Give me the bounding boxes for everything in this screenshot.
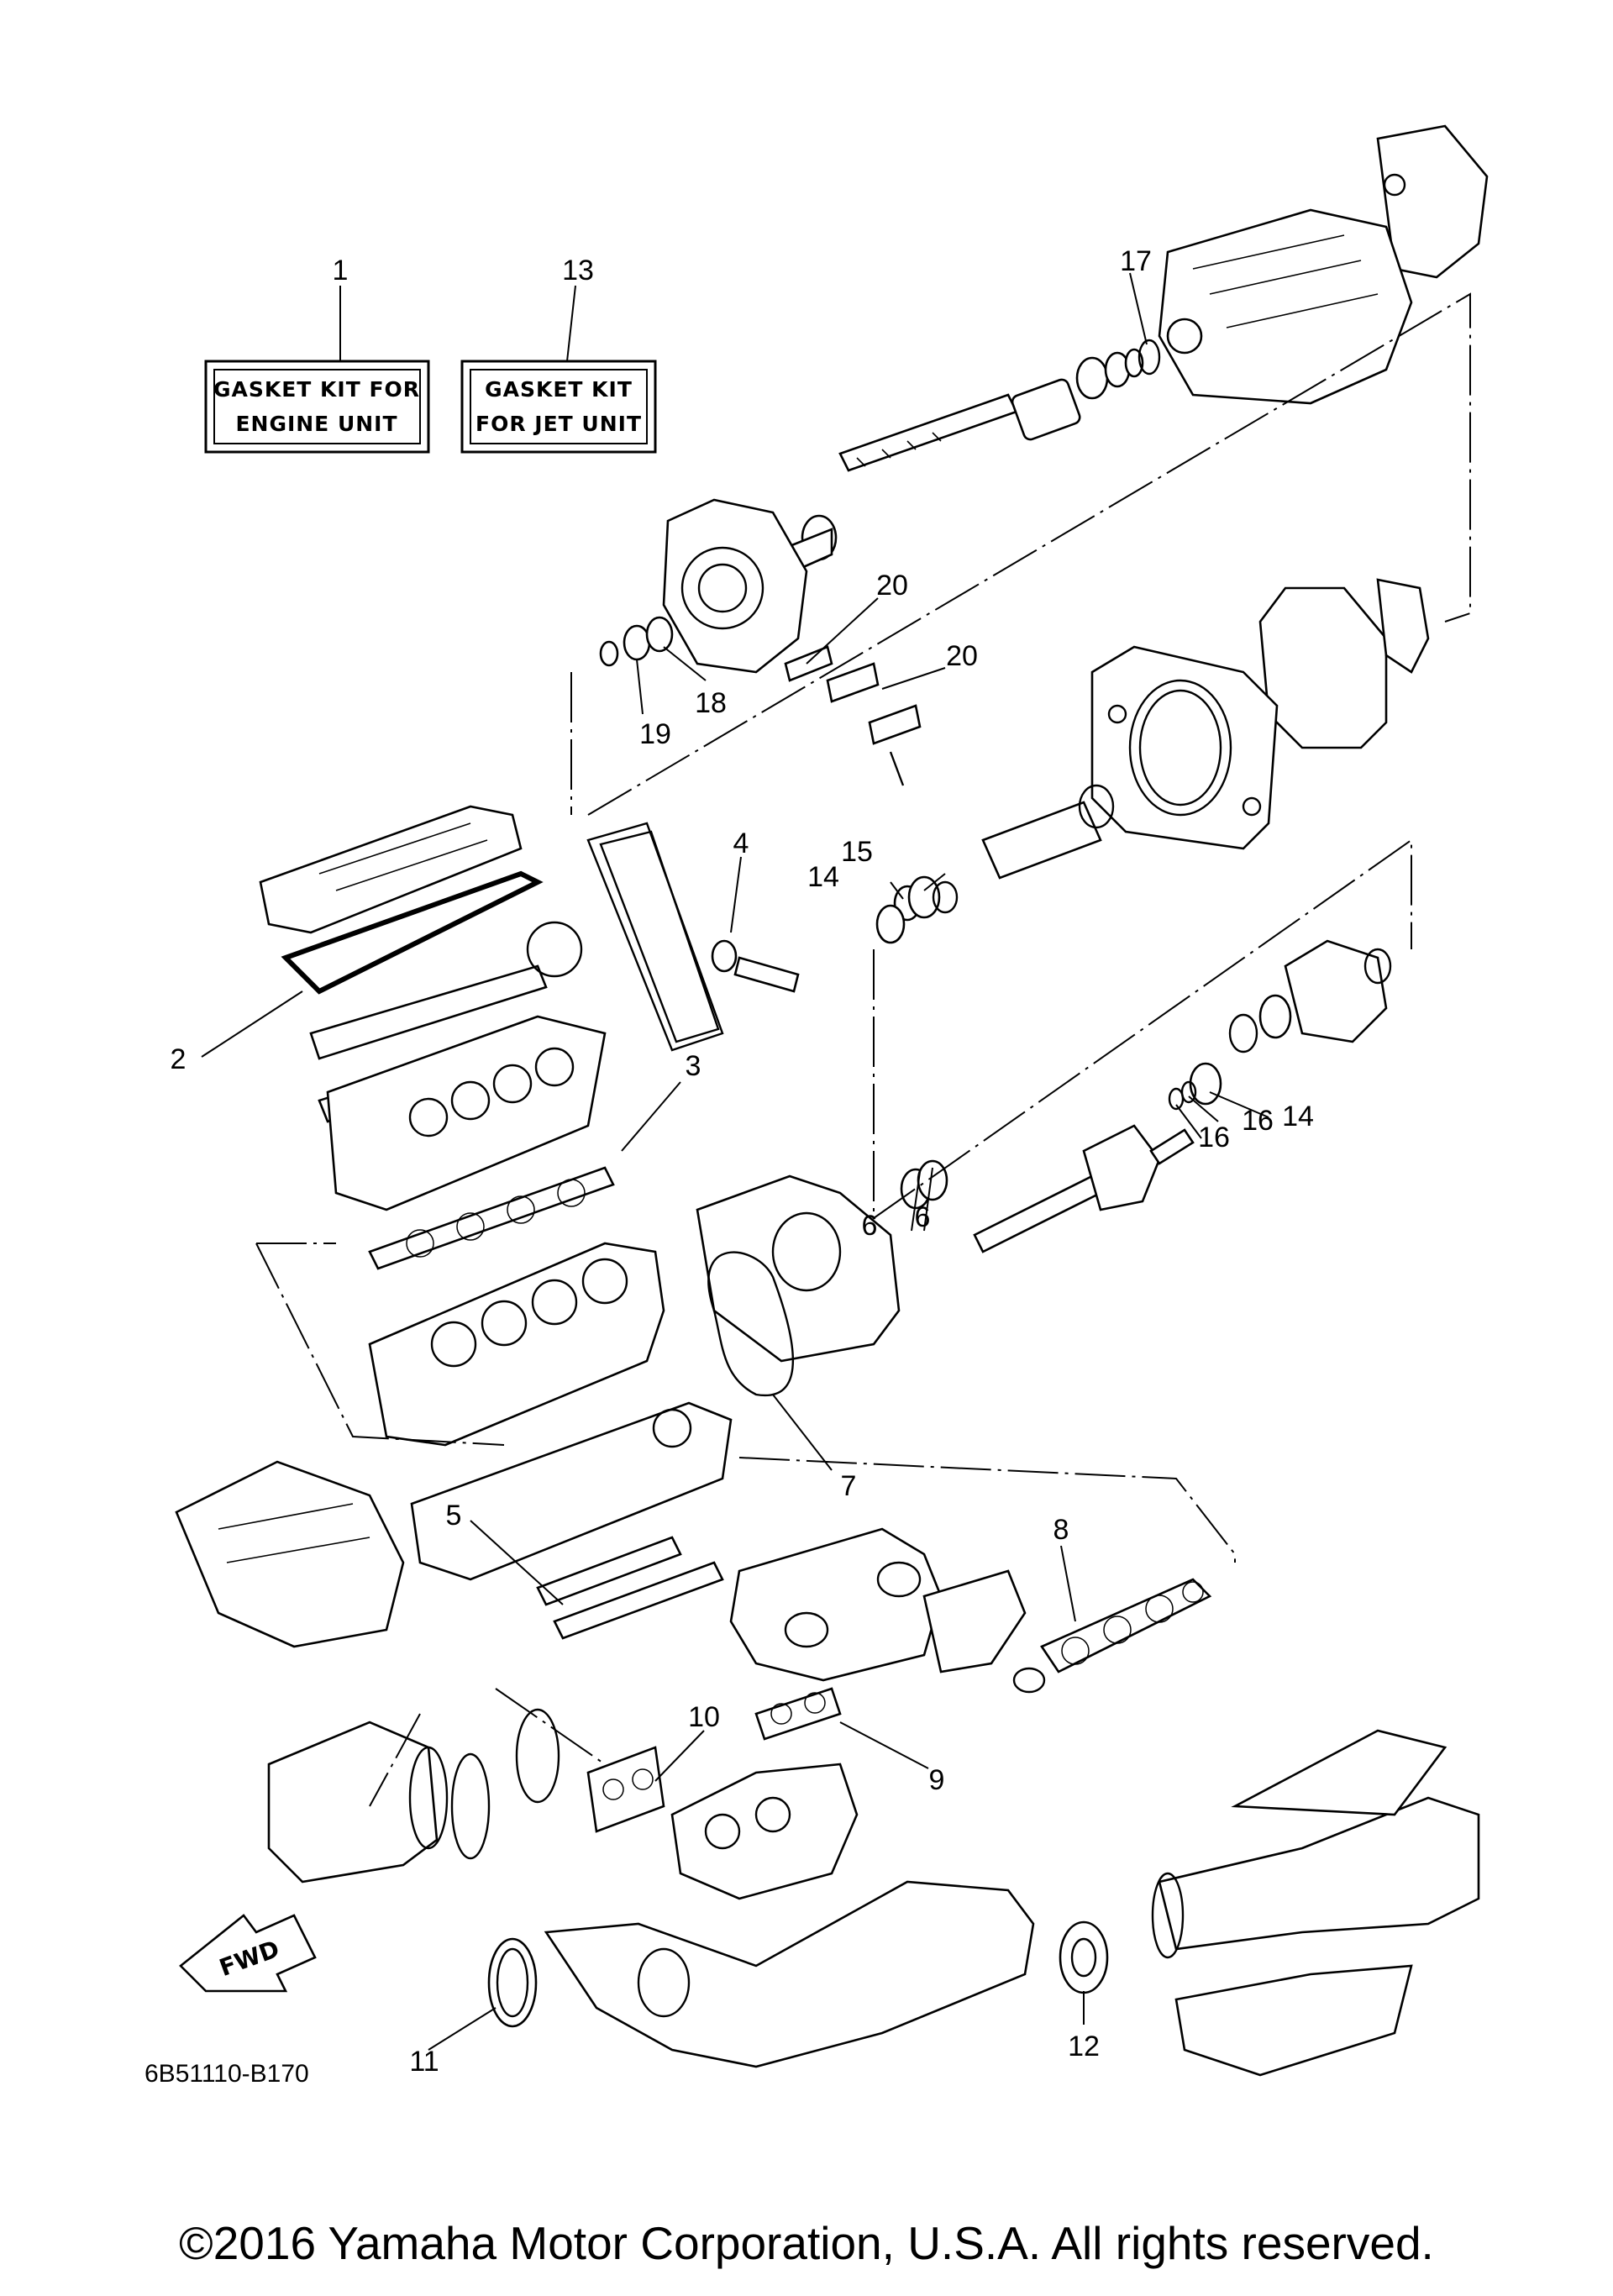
callout-16a: 16 (1242, 1105, 1274, 1137)
callout-11: 11 (409, 2046, 439, 2078)
callout-15: 15 (841, 836, 873, 868)
callout-14b: 14 (1282, 1101, 1314, 1132)
cylinder-block (368, 1242, 665, 1447)
crankcase-cover (175, 1460, 405, 1648)
callout-20b: 20 (946, 640, 978, 672)
water-lock (544, 1880, 1035, 2068)
kit-jet-line1: GASKET KIT (485, 377, 633, 402)
callout-1: 1 (333, 255, 349, 286)
item-5-gaskets (536, 1536, 724, 1640)
item-4-tensioner (711, 939, 800, 993)
crankcase-lower (410, 1401, 733, 1581)
timing-chain (586, 822, 724, 1052)
callout-7: 7 (841, 1470, 857, 1502)
item-18-19-seals (599, 616, 674, 667)
callout-13: 13 (562, 255, 594, 286)
callout-6b: 6 (915, 1201, 931, 1233)
callout-9: 9 (929, 1764, 945, 1796)
callout-3: 3 (686, 1050, 701, 1082)
callout-2: 2 (171, 1043, 187, 1075)
item-7-o-ring (707, 1251, 795, 1397)
callout-4: 4 (733, 828, 749, 859)
kit-engine-line1: GASKET KIT FOR (213, 377, 420, 402)
callout-numbers: 2 3 4 5 6 6 7 8 9 10 11 12 14 14 15 16 1… (171, 245, 1314, 2078)
connector-lines (255, 292, 1471, 1807)
fwd-direction-badge: FWD (179, 1914, 317, 1993)
exhaust-hose-clamps (267, 1708, 560, 1884)
cylinder-head-cover (259, 805, 544, 995)
intermediate-housing (1258, 578, 1430, 749)
jet-nozzle-housing (1158, 124, 1489, 405)
item-9-gasket (754, 1687, 842, 1741)
callout-12: 12 (1068, 2031, 1100, 2062)
item-20-gaskets (784, 645, 922, 786)
item-11-gasket (487, 1937, 538, 2028)
jet-shaft-assembly (788, 348, 1144, 573)
cylinder-head (326, 1015, 607, 1211)
diagram-code: 6B51110-B170 (144, 2060, 309, 2088)
copyright-notice: ©2016 Yamaha Motor Corporation, U.S.A. A… (179, 2217, 1434, 2269)
item-17-o-ring (1138, 339, 1161, 376)
kit-engine-unit[interactable]: 1 GASKET KIT FOR ENGINE UNIT (204, 255, 430, 454)
item-10-gasket (586, 1746, 665, 1833)
oil-pump-cover (696, 1174, 901, 1363)
engine-mount-plate (1090, 645, 1279, 850)
callout-17: 17 (1120, 245, 1152, 277)
exhaust-pipe-manifold (670, 1763, 859, 1900)
callout-18: 18 (695, 687, 727, 719)
kit-engine-line2: ENGINE UNIT (235, 412, 397, 436)
callout-6a: 6 (862, 1210, 878, 1242)
callout-leaders (201, 272, 1269, 2051)
callout-19: 19 (639, 718, 671, 750)
callout-10: 10 (688, 1701, 720, 1733)
exhaust-manifold (729, 1527, 1027, 1682)
drive-shaft-sleeve (875, 784, 1115, 944)
callout-5: 5 (446, 1500, 462, 1532)
item-8-gasket (1012, 1578, 1212, 1694)
kit-jet-line2: FOR JET UNIT (475, 412, 642, 436)
callout-16b: 16 (1198, 1122, 1230, 1153)
callout-20a: 20 (876, 570, 908, 602)
exhaust-tail-pipe (1151, 1729, 1480, 2077)
kit-jet-unit[interactable]: 13 GASKET KIT FOR JET UNIT (460, 255, 657, 454)
pump-housing (662, 498, 808, 674)
item-3-head-gasket (368, 1166, 615, 1270)
callout-8: 8 (1053, 1514, 1069, 1546)
item-12-gasket (1059, 1920, 1109, 1994)
bearing-housing (1228, 939, 1392, 1053)
coupling-shaft (900, 1062, 1222, 1253)
callout-14a: 14 (807, 861, 839, 893)
